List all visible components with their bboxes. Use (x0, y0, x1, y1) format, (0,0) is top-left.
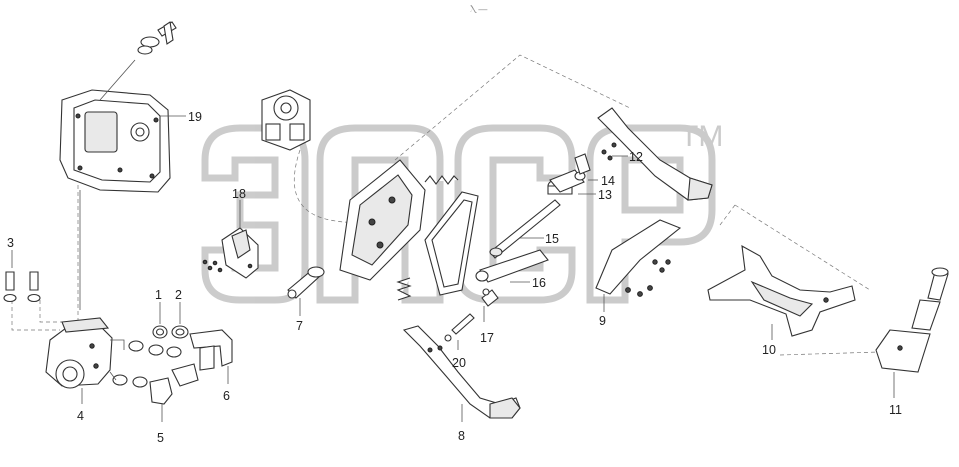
part-8-lower-pedal (402, 325, 521, 419)
gasket-frame (424, 191, 479, 296)
part-6-elbow (189, 329, 233, 371)
part-10-cross-member (707, 244, 856, 337)
part-20-bolt (444, 313, 475, 342)
pedal-box-housing (339, 159, 426, 281)
callout-13: 13 (598, 188, 612, 202)
callout-9: 9 (599, 314, 606, 328)
part-13-14-small-cylinder (549, 153, 591, 193)
callout-1: 1 (155, 288, 162, 302)
part-2-ring (171, 325, 189, 339)
watermark-letter-4 (586, 124, 716, 304)
callout-19: 19 (188, 110, 202, 124)
part-5-elbow (149, 363, 199, 405)
callout-4: 4 (77, 409, 84, 423)
upper-pump-unit (261, 89, 311, 151)
part-9-bracket (595, 219, 682, 297)
part-18-bracket (202, 227, 259, 279)
lower-spring (396, 277, 412, 301)
part-16-cylinder (475, 249, 549, 283)
part-19-cover-plate (59, 89, 171, 193)
top-mark: Ⲗ — (470, 4, 487, 14)
part-11-steering-column (875, 267, 949, 373)
top-bolt (99, 21, 177, 101)
callout-17: 17 (480, 331, 494, 345)
seal-rings (112, 340, 182, 388)
callout-2: 2 (175, 288, 182, 302)
callout-16: 16 (532, 276, 546, 290)
callout-20: 20 (452, 356, 466, 370)
callout-11: 11 (889, 403, 902, 417)
return-spring (424, 175, 459, 185)
callout-10: 10 (762, 343, 776, 357)
part-3-fittings (3, 271, 41, 303)
callout-14: 14 (601, 174, 615, 188)
watermark-tm: TM (680, 120, 723, 153)
callout-8: 8 (458, 429, 465, 443)
part-4-pump (45, 317, 113, 389)
callout-6: 6 (223, 389, 230, 403)
callout-7: 7 (296, 319, 303, 333)
part-17-fitting (481, 288, 499, 307)
part-7-cylinder (287, 266, 325, 299)
callout-3: 3 (7, 236, 14, 250)
callout-18: 18 (232, 187, 246, 201)
callout-15: 15 (545, 232, 559, 246)
part-12-upper-pedal (597, 107, 713, 201)
callout-12: 12 (629, 150, 643, 164)
part-1-ring (152, 325, 168, 339)
callout-5: 5 (157, 431, 164, 445)
watermark-letter-1 (201, 124, 309, 304)
